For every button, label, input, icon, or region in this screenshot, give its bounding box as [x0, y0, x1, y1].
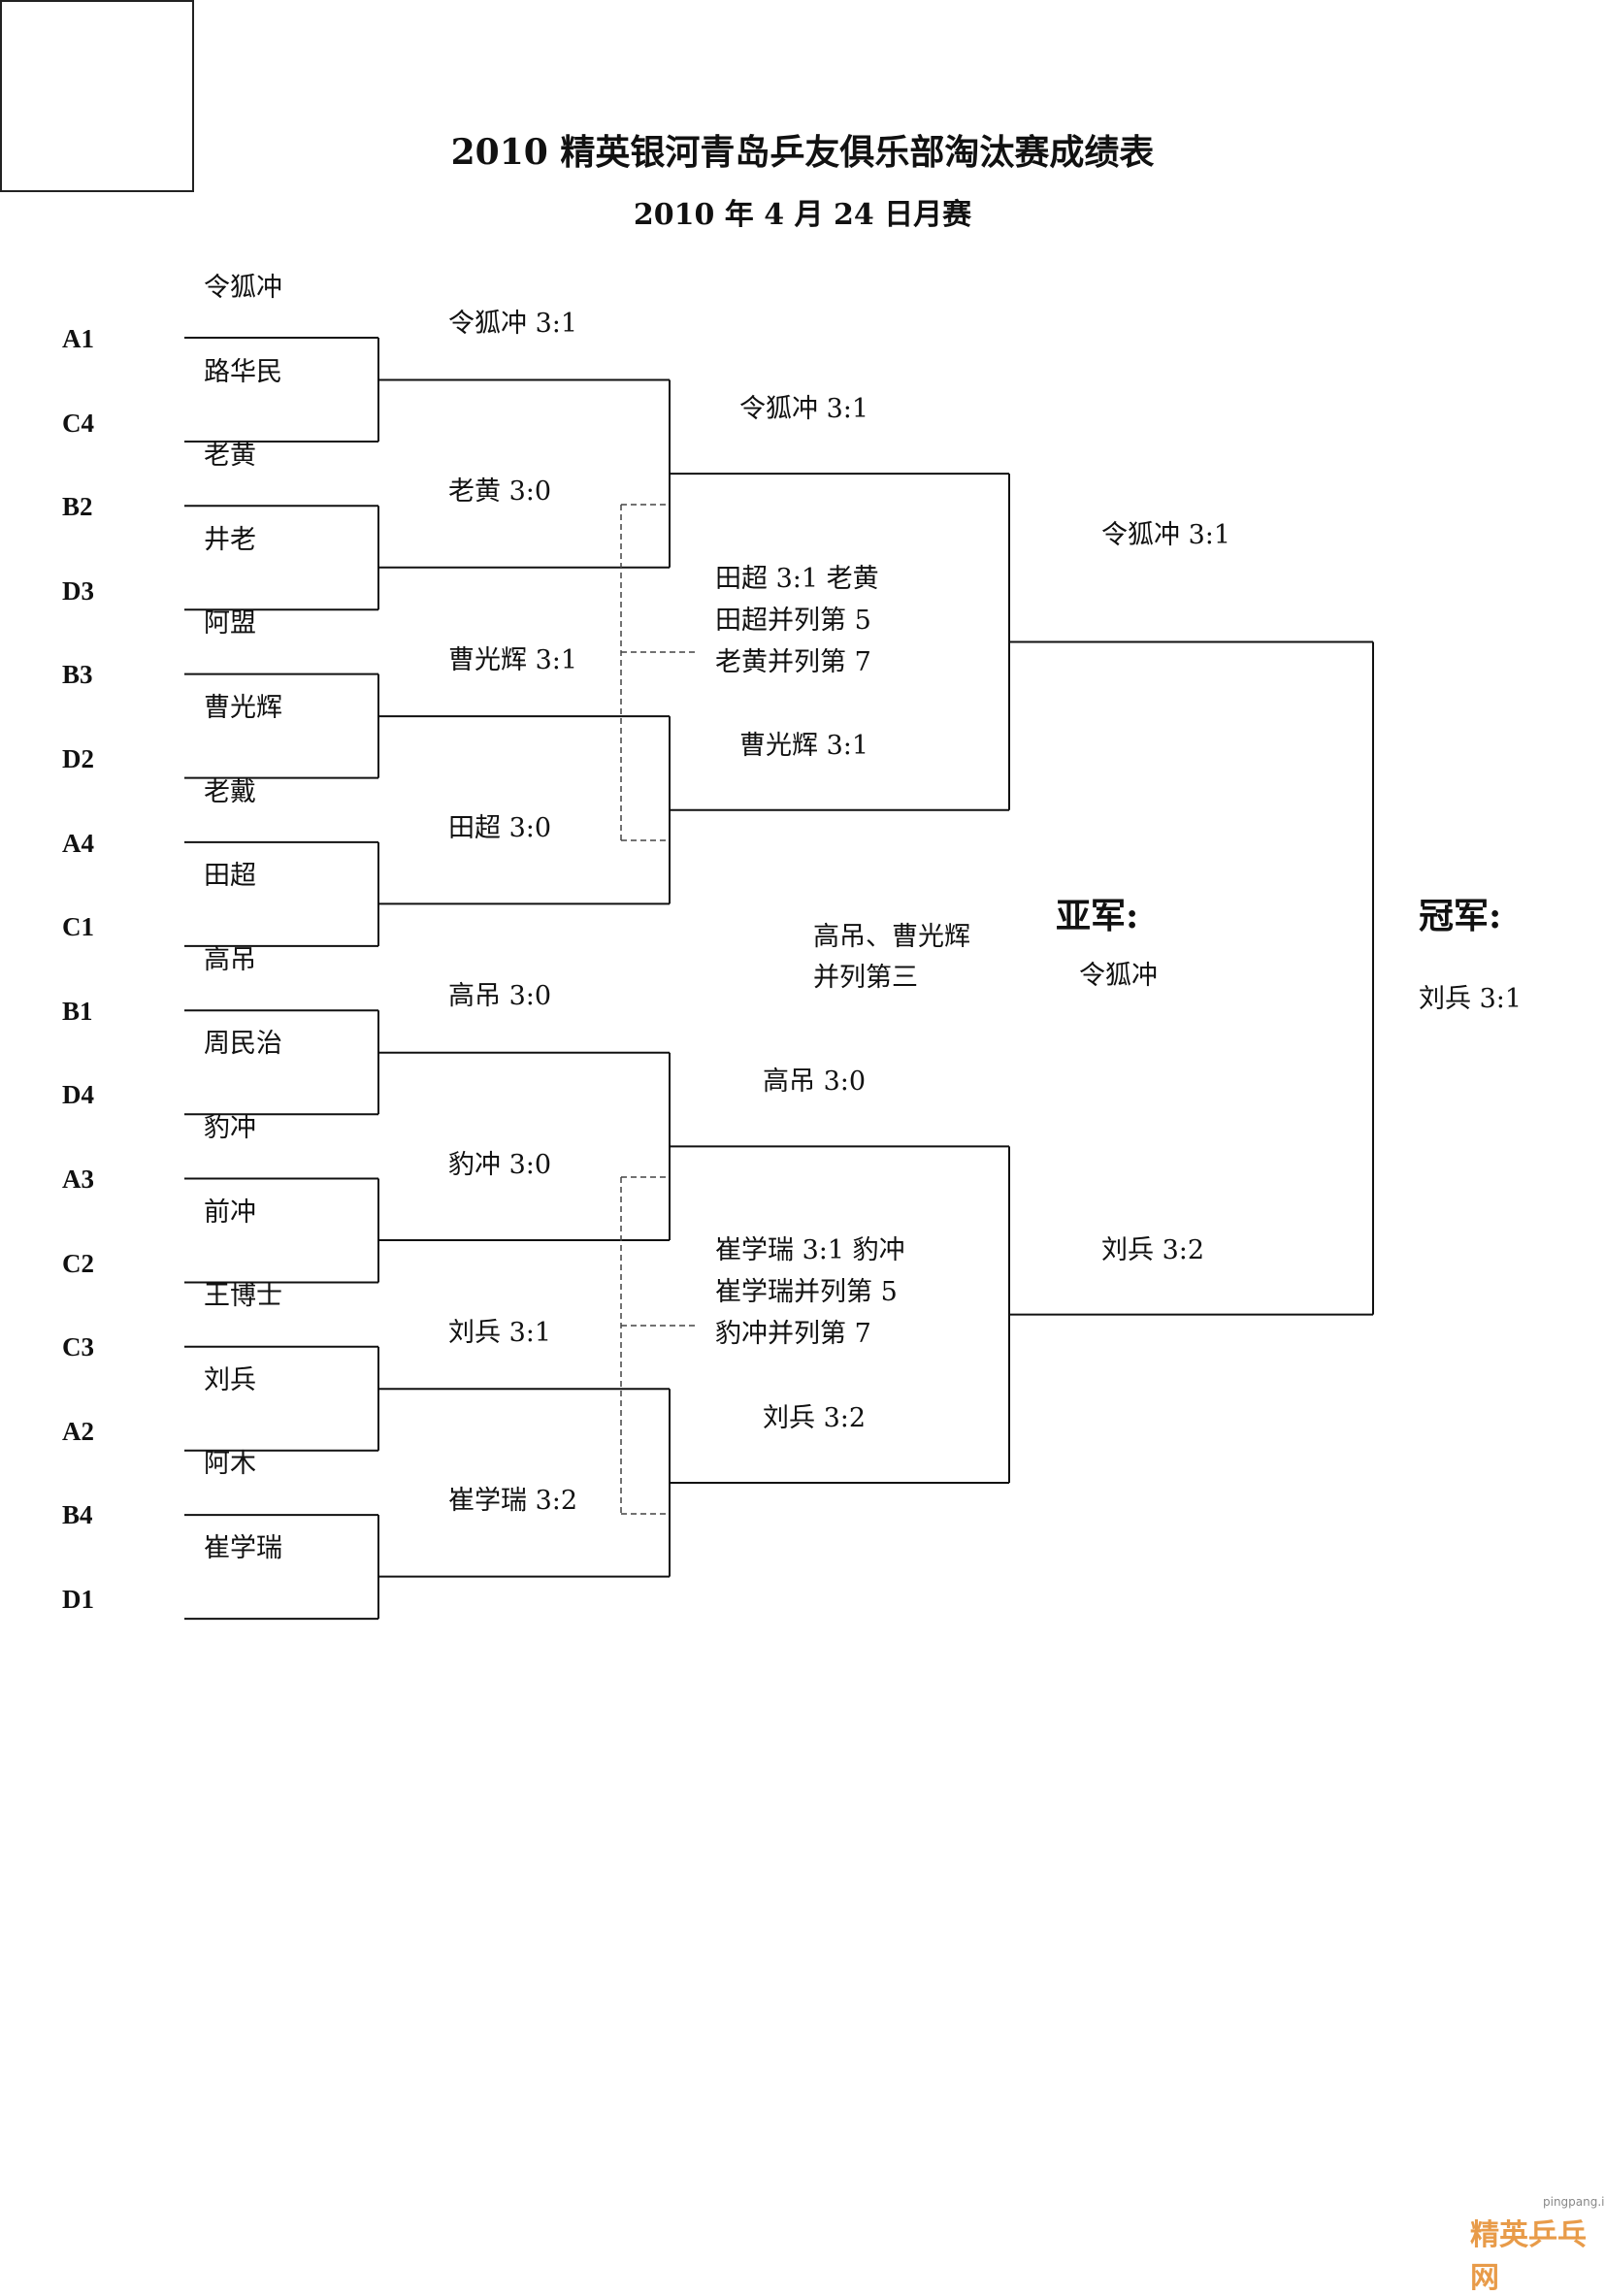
round2-result: 高吊 3:0: [763, 1066, 867, 1097]
player-name: 周民治: [204, 1029, 282, 1060]
player-name: 王博士: [204, 1281, 282, 1312]
runner-up-name: 令狐冲: [1079, 961, 1158, 991]
player-name: 老戴: [204, 776, 256, 807]
seed-label: A1: [62, 324, 94, 353]
round2-result: 曹光辉 3:1: [739, 731, 869, 761]
page-title: 2010 精英银河青岛乒友俱乐部淘汰赛成绩表: [450, 132, 1155, 173]
seed-label: A3: [62, 1164, 94, 1194]
semifinal-result: 刘兵 3:2: [1101, 1235, 1205, 1265]
round2-result: 刘兵 3:2: [763, 1403, 867, 1433]
player-name: 老黄: [204, 441, 256, 472]
placement-text: 老黄并列第 7: [715, 647, 871, 677]
third-place-names: 高吊、曹光辉: [813, 922, 970, 952]
seed-label: A2: [62, 1416, 94, 1446]
placement-text: 豹冲并列第 7: [715, 1319, 871, 1349]
player-name: 井老: [204, 524, 256, 555]
player-name: 豹冲: [204, 1113, 256, 1143]
placement-text: 田超并列第 5: [715, 606, 871, 636]
seed-label: B4: [62, 1500, 93, 1530]
player-name: 令狐冲: [204, 273, 282, 303]
seed-label: D1: [62, 1585, 94, 1614]
round1-result: 高吊 3:0: [448, 981, 552, 1012]
blank-corner-box: [0, 0, 194, 192]
seed-label: D4: [62, 1080, 94, 1110]
player-name: 曹光辉: [204, 693, 282, 723]
round1-result: 崔学瑞 3:2: [448, 1486, 578, 1517]
seed-label: D3: [62, 575, 94, 606]
seed-label: C1: [62, 912, 94, 942]
page-subtitle: 2010 年 4 月 24 日月赛: [633, 198, 972, 232]
seed-label: B3: [62, 660, 93, 690]
seed-label: C2: [62, 1248, 94, 1278]
player-name: 阿盟: [204, 608, 256, 640]
seed-label: C4: [62, 408, 94, 438]
round1-result: 田超 3:0: [448, 812, 552, 843]
seed-label: D2: [62, 744, 94, 773]
placement-text: 崔学瑞并列第 5: [715, 1277, 898, 1307]
player-name: 刘兵: [204, 1364, 256, 1395]
placement-text: 崔学瑞 3:1 豹冲: [715, 1235, 905, 1265]
seed-label: B1: [62, 996, 93, 1026]
champion-heading: 冠军:: [1419, 896, 1502, 936]
round2-result: 令狐冲 3:1: [739, 394, 869, 424]
player-name: 路华民: [204, 356, 282, 387]
round1-result: 曹光辉 3:1: [448, 644, 578, 675]
watermark-logo: 精英乒乓网: [1470, 2218, 1587, 2295]
player-name: 高吊: [204, 944, 256, 975]
seed-label: A4: [62, 828, 94, 858]
round1-result: 老黄 3:0: [448, 476, 552, 508]
player-name: 阿木: [204, 1449, 256, 1480]
seed-label: B2: [62, 492, 93, 522]
third-place-label: 并列第三: [813, 963, 918, 993]
semifinal-result: 令狐冲 3:1: [1101, 520, 1231, 550]
player-name: 田超: [204, 861, 256, 892]
round1-result: 令狐冲 3:1: [448, 309, 578, 339]
seed-label: C3: [62, 1332, 94, 1362]
runner-up-heading: 亚军:: [1056, 896, 1139, 936]
placement-text: 田超 3:1 老黄: [715, 564, 879, 594]
player-name: 前冲: [204, 1197, 256, 1228]
round1-result: 豹冲 3:0: [448, 1149, 552, 1180]
watermark-url: pingpang.info: [1543, 2195, 1605, 2209]
player-name: 崔学瑞: [204, 1533, 282, 1563]
round1-result: 刘兵 3:1: [448, 1317, 552, 1348]
champion-result: 刘兵 3:1: [1419, 984, 1523, 1014]
